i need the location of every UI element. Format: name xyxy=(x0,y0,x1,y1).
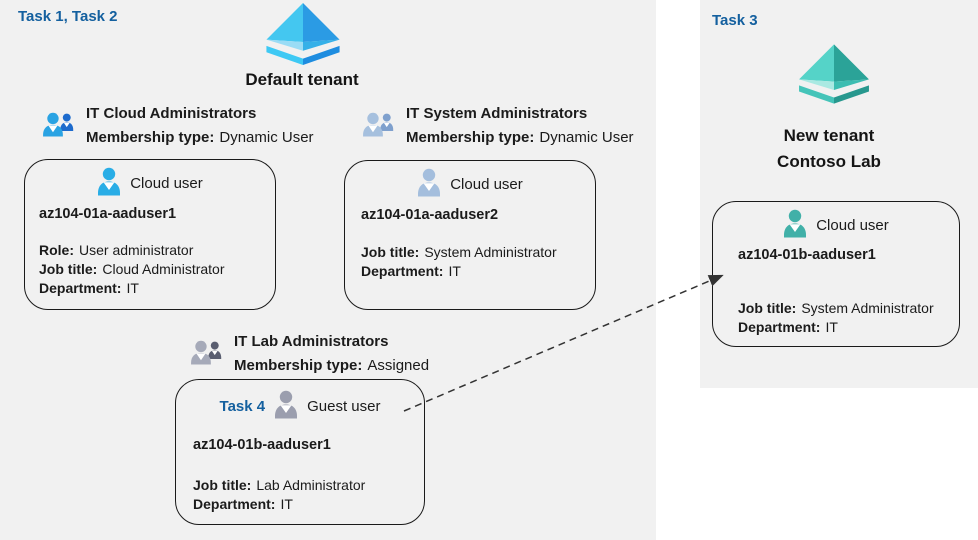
user-type-label: Cloud user xyxy=(130,174,203,192)
default-tenant-panel xyxy=(0,0,656,540)
group-icon xyxy=(43,112,74,137)
user-name: az104-01b-aaduser1 xyxy=(738,247,876,263)
azure-ad-tenant-icon xyxy=(266,3,340,65)
new-tenant-title-line2: Contoso Lab xyxy=(777,152,881,171)
user-card-newtenant-az104-01b-aaduser1: Cloud user az104-01b-aaduser1 Job title:… xyxy=(712,201,960,347)
group-icon xyxy=(191,340,222,365)
user-card-header: Task 4 Guest user xyxy=(176,390,424,422)
user-details: Role:User administrator Job title:Cloud … xyxy=(39,241,225,298)
cloud-user-icon xyxy=(98,167,121,196)
membership-type-line: Membership type:Dynamic User xyxy=(86,129,314,146)
task-1-2-label: Task 1, Task 2 xyxy=(18,8,118,25)
user-card-guest-az104-01b-aaduser1: Task 4 Guest user az104-01b-aaduser1 Job… xyxy=(175,379,425,525)
user-card-header: Cloud user xyxy=(713,209,959,241)
group-name: IT Cloud Administrators xyxy=(86,105,257,122)
user-name: az104-01a-aaduser2 xyxy=(361,207,499,223)
user-details: Job title:System Administrator Departmen… xyxy=(738,299,934,337)
task-3-label: Task 3 xyxy=(712,12,758,29)
task-4-label: Task 4 xyxy=(219,397,266,415)
department-line: Department:IT xyxy=(738,319,838,335)
job-title-line: Job title:Cloud Administrator xyxy=(39,261,225,277)
user-type-label: Cloud user xyxy=(450,175,523,193)
department-line: Department:IT xyxy=(193,496,293,512)
user-type-label: Cloud user xyxy=(816,216,889,234)
job-title-line: Job title:System Administrator xyxy=(361,244,557,260)
user-name: az104-01a-aaduser1 xyxy=(39,206,177,222)
cloud-user-icon xyxy=(784,209,807,238)
membership-type-line: Membership type:Assigned xyxy=(234,357,430,374)
group-it-system-administrators: IT System Administrators Membership type… xyxy=(360,104,634,148)
role-line: Role:User administrator xyxy=(39,242,194,258)
guest-user-icon xyxy=(275,390,298,419)
job-title-line: Job title:System Administrator xyxy=(738,300,934,316)
group-name: IT Lab Administrators xyxy=(234,333,389,350)
user-details: Job title:Lab Administrator Department:I… xyxy=(193,476,365,514)
user-card-az104-01a-aaduser1: Cloud user az104-01a-aaduser1 Role:User … xyxy=(24,159,276,310)
group-it-lab-administrators: IT Lab Administrators Membership type:As… xyxy=(188,332,429,376)
department-line: Department:IT xyxy=(39,280,139,296)
group-name: IT System Administrators xyxy=(406,105,588,122)
group-it-cloud-administrators: IT Cloud Administrators Membership type:… xyxy=(40,104,314,148)
user-card-az104-01a-aaduser2: Cloud user az104-01a-aaduser2 Job title:… xyxy=(344,160,596,310)
job-title-line: Job title:Lab Administrator xyxy=(193,477,366,493)
user-card-header: Cloud user xyxy=(25,167,275,199)
default-tenant-title: Default tenant xyxy=(245,70,359,89)
user-card-header: Cloud user xyxy=(345,168,595,200)
user-name: az104-01b-aaduser1 xyxy=(193,437,331,453)
membership-type-line: Membership type:Dynamic User xyxy=(406,129,634,146)
group-icon xyxy=(363,112,394,137)
new-tenant-icon xyxy=(799,44,869,104)
cloud-user-icon xyxy=(418,168,441,197)
department-line: Department:IT xyxy=(361,263,461,279)
new-tenant-title-line1: New tenant xyxy=(783,126,875,145)
user-details: Job title:System Administrator Departmen… xyxy=(361,243,557,281)
user-type-label: Guest user xyxy=(307,397,381,415)
